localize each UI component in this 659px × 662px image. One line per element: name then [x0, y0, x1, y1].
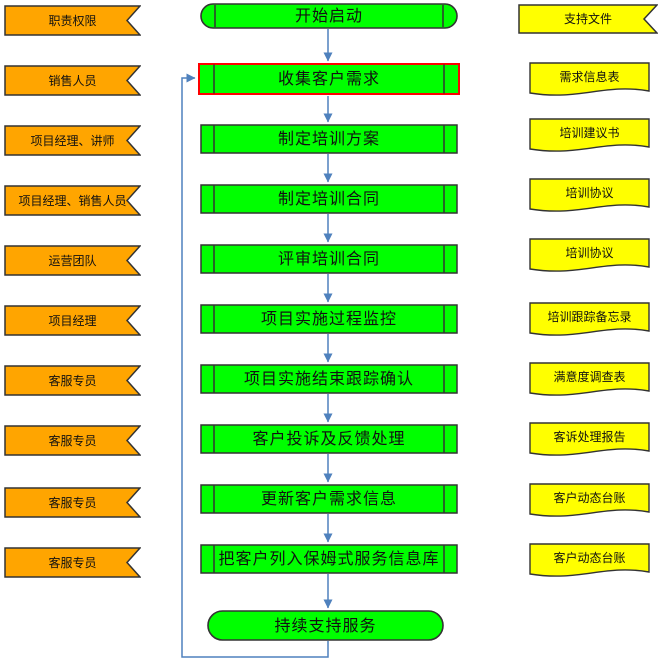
role-label: 客服专员: [48, 555, 97, 570]
doc-label: 培训协议: [565, 186, 614, 200]
document-icon: [529, 483, 650, 517]
document-shape[interactable]: 培训协议: [529, 178, 650, 216]
banner-shape: [518, 4, 658, 34]
banner-shape: [4, 305, 141, 336]
role-banner[interactable]: 销售人员: [4, 65, 141, 96]
process-step[interactable]: 项目实施结束跟踪确认: [200, 364, 458, 394]
step-label: 制定培训合同: [277, 189, 380, 208]
document-shape[interactable]: 客户动态台账: [529, 543, 650, 581]
role-banner[interactable]: 客服专员: [4, 425, 141, 456]
process-step[interactable]: 制定培训方案: [200, 124, 458, 154]
document-icon: [529, 543, 650, 577]
role-label: 客服专员: [48, 433, 97, 448]
role-label: 客服专员: [48, 373, 97, 388]
role-label: 运营团队: [48, 253, 97, 268]
banner-shape: [4, 425, 141, 456]
role-label: 项目经理、销售人员: [18, 193, 127, 208]
banner-shape: [4, 547, 141, 578]
document-icon: [529, 62, 650, 96]
document-shape[interactable]: 客诉处理报告: [529, 422, 650, 460]
document-shape[interactable]: 培训协议: [529, 238, 650, 276]
role-label: 客服专员: [48, 495, 97, 510]
doc-label: 培训跟踪备忘录: [547, 310, 632, 324]
document-shape[interactable]: 培训跟踪备忘录: [529, 302, 650, 340]
banner-shape: [4, 365, 141, 396]
banner-shape: [4, 5, 141, 36]
process-step[interactable]: 项目实施过程监控: [200, 304, 458, 334]
role-banner[interactable]: 项目经理、销售人员: [4, 185, 141, 216]
document-shape[interactable]: 需求信息表: [529, 62, 650, 100]
step-label: 开始启动: [294, 6, 363, 25]
doc-label: 客户动态台账: [553, 551, 626, 565]
doc-label: 满意度调查表: [553, 370, 626, 384]
end-terminator[interactable]: 持续支持服务: [207, 610, 444, 641]
document-shape[interactable]: 培训建议书: [529, 118, 650, 156]
terminator-shape: [200, 3, 458, 29]
role-banner[interactable]: 客服专员: [4, 365, 141, 396]
role-label: 项目经理、讲师: [30, 133, 115, 148]
doc-label: 支持文件: [563, 12, 612, 26]
step-label: 持续支持服务: [274, 615, 377, 635]
process-step[interactable]: 更新客户需求信息: [200, 484, 458, 514]
process-step[interactable]: 制定培训合同: [200, 184, 458, 214]
document-icon: [529, 302, 650, 336]
banner-shape: [4, 487, 141, 518]
process-step[interactable]: 客户投诉及反馈处理: [200, 424, 458, 454]
role-banner[interactable]: 项目经理: [4, 305, 141, 336]
doc-label: 客诉处理报告: [553, 430, 626, 444]
doc-label: 需求信息表: [559, 70, 620, 84]
step-label: 项目实施结束跟踪确认: [243, 369, 414, 388]
process-step[interactable]: 评审培训合同: [200, 244, 458, 274]
step-label: 客户投诉及反馈处理: [252, 429, 406, 448]
role-banner[interactable]: 项目经理、讲师: [4, 125, 141, 156]
roles-header-banner[interactable]: 职责权限: [4, 5, 141, 36]
role-banner[interactable]: 客服专员: [4, 487, 141, 518]
role-banner[interactable]: 客服专员: [4, 547, 141, 578]
step-label: 更新客户需求信息: [260, 489, 397, 508]
role-label: 项目经理: [48, 313, 97, 328]
document-icon: [529, 362, 650, 396]
start-terminator[interactable]: 开始启动: [200, 3, 458, 29]
step-label: 收集客户需求: [277, 69, 380, 88]
banner-shape: [4, 65, 141, 96]
step-label: 把客户列入保姆式服务信息库: [218, 549, 440, 568]
role-label: 职责权限: [48, 13, 97, 28]
doc-label: 客户动态台账: [553, 491, 626, 505]
document-icon: [529, 238, 650, 272]
role-label: 销售人员: [48, 73, 97, 88]
doc-label: 培训协议: [565, 246, 614, 260]
step-label: 制定培训方案: [277, 129, 380, 148]
step-label: 项目实施过程监控: [260, 309, 397, 328]
process-step[interactable]: 把客户列入保姆式服务信息库: [200, 544, 458, 574]
document-icon: [529, 118, 650, 152]
docs-header-banner[interactable]: 支持文件: [518, 4, 658, 34]
document-icon: [529, 422, 650, 456]
document-shape[interactable]: 客户动态台账: [529, 483, 650, 521]
role-banner[interactable]: 运营团队: [4, 245, 141, 276]
step-label: 评审培训合同: [277, 249, 380, 268]
document-shape[interactable]: 满意度调查表: [529, 362, 650, 400]
banner-shape: [4, 125, 141, 156]
banner-shape: [4, 185, 141, 216]
selected-process-step[interactable]: 收集客户需求: [198, 63, 460, 95]
banner-shape: [4, 245, 141, 276]
document-icon: [529, 178, 650, 212]
doc-label: 培训建议书: [559, 126, 620, 140]
